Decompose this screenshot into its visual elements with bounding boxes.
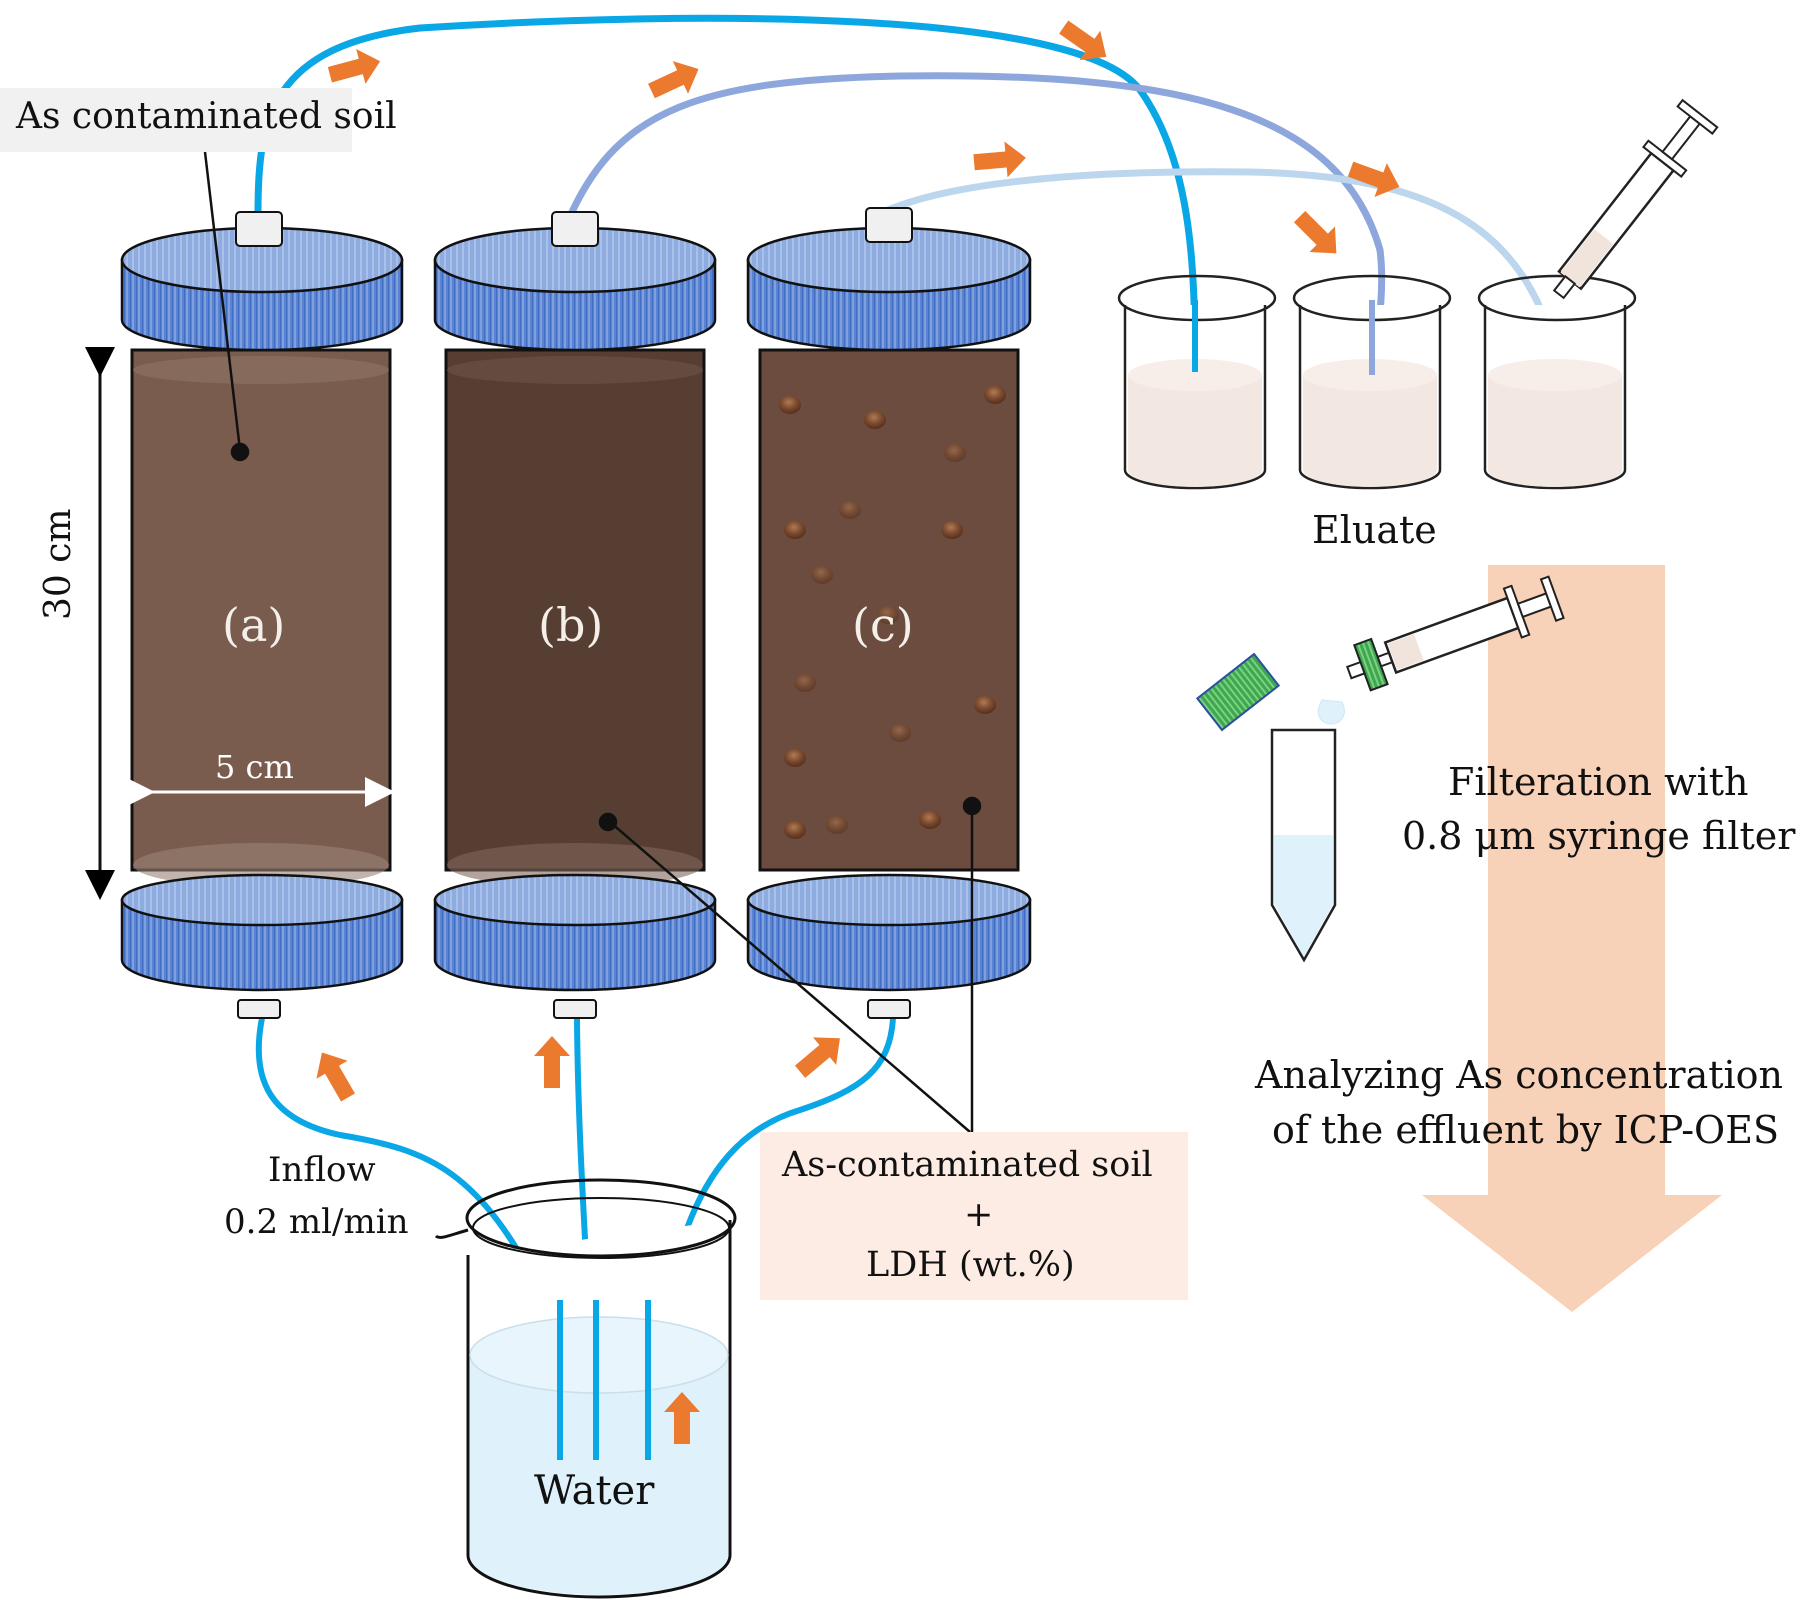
water-source-beaker: [434, 1178, 737, 1599]
filter-syringe-icon: [1345, 575, 1565, 692]
column-c-label: (c): [852, 598, 914, 652]
filtration-step: [1195, 575, 1565, 963]
syringe-filter-membrane-icon: [1195, 652, 1281, 732]
flow-arrow-icon: [1293, 210, 1337, 254]
eluate-beaker-c: [1477, 274, 1637, 490]
water-label: Water: [534, 1468, 655, 1514]
as-contaminated-soil-label: As contaminated soil: [16, 96, 397, 137]
column-c: [746, 207, 1032, 1019]
outlet-tube-a: [254, 14, 1199, 369]
filtration-label-line2: 0.8 μm syringe filter: [1402, 814, 1796, 858]
soil-ldh-mixture-label-box: [760, 1132, 1188, 1300]
flow-direction-arrows: [316, 20, 1400, 1444]
as-contaminated-soil-label-box: [0, 88, 352, 152]
mixture-label-line3: LDH (wt.%): [866, 1245, 1075, 1285]
falcon-tube-icon: [1270, 728, 1337, 963]
ldh-particles: [779, 386, 1006, 839]
column-b: [433, 211, 717, 1019]
flow-arrow-icon: [648, 61, 699, 99]
flow-arrow-icon: [1059, 20, 1107, 61]
analysis-label-line2: of the effluent by ICP-OES: [1272, 1108, 1779, 1152]
mixture-label-line1: As-contaminated soil: [782, 1145, 1153, 1185]
mixture-label-line2: +: [964, 1195, 994, 1235]
flow-arrow-icon: [794, 1037, 840, 1078]
flow-arrow-icon: [316, 1052, 355, 1102]
eluate-beaker-b: [1292, 274, 1452, 490]
filtrate-droplet-icon: [1317, 699, 1345, 725]
leader-lines: [203, 151, 982, 1133]
column-b-label: (b): [538, 598, 604, 652]
filtration-label-line1: Filteration with: [1448, 760, 1749, 804]
sampling-syringe-icon: [1552, 98, 1719, 300]
flow-arrow-icon: [1347, 161, 1400, 197]
flow-arrow-icon: [973, 141, 1026, 178]
eluate-beaker-a: [1117, 274, 1277, 490]
column-a-label: (a): [222, 598, 286, 652]
width-dimension-label: 5 cm: [215, 748, 294, 786]
outlet-tube-c: [884, 168, 1564, 374]
flow-arrow-icon: [534, 1036, 570, 1088]
process-flow-arrow: [1422, 565, 1722, 1312]
height-dimension-label: 30 cm: [38, 508, 79, 620]
flow-arrow-icon: [664, 1392, 700, 1444]
inflow-rate-label: 0.2 ml/min: [224, 1202, 409, 1242]
analysis-label-line1: Analyzing As concentration: [1255, 1053, 1784, 1097]
flow-arrow-icon: [327, 49, 381, 84]
inflow-label-line1: Inflow: [268, 1150, 376, 1190]
eluate-label: Eluate: [1312, 508, 1437, 552]
